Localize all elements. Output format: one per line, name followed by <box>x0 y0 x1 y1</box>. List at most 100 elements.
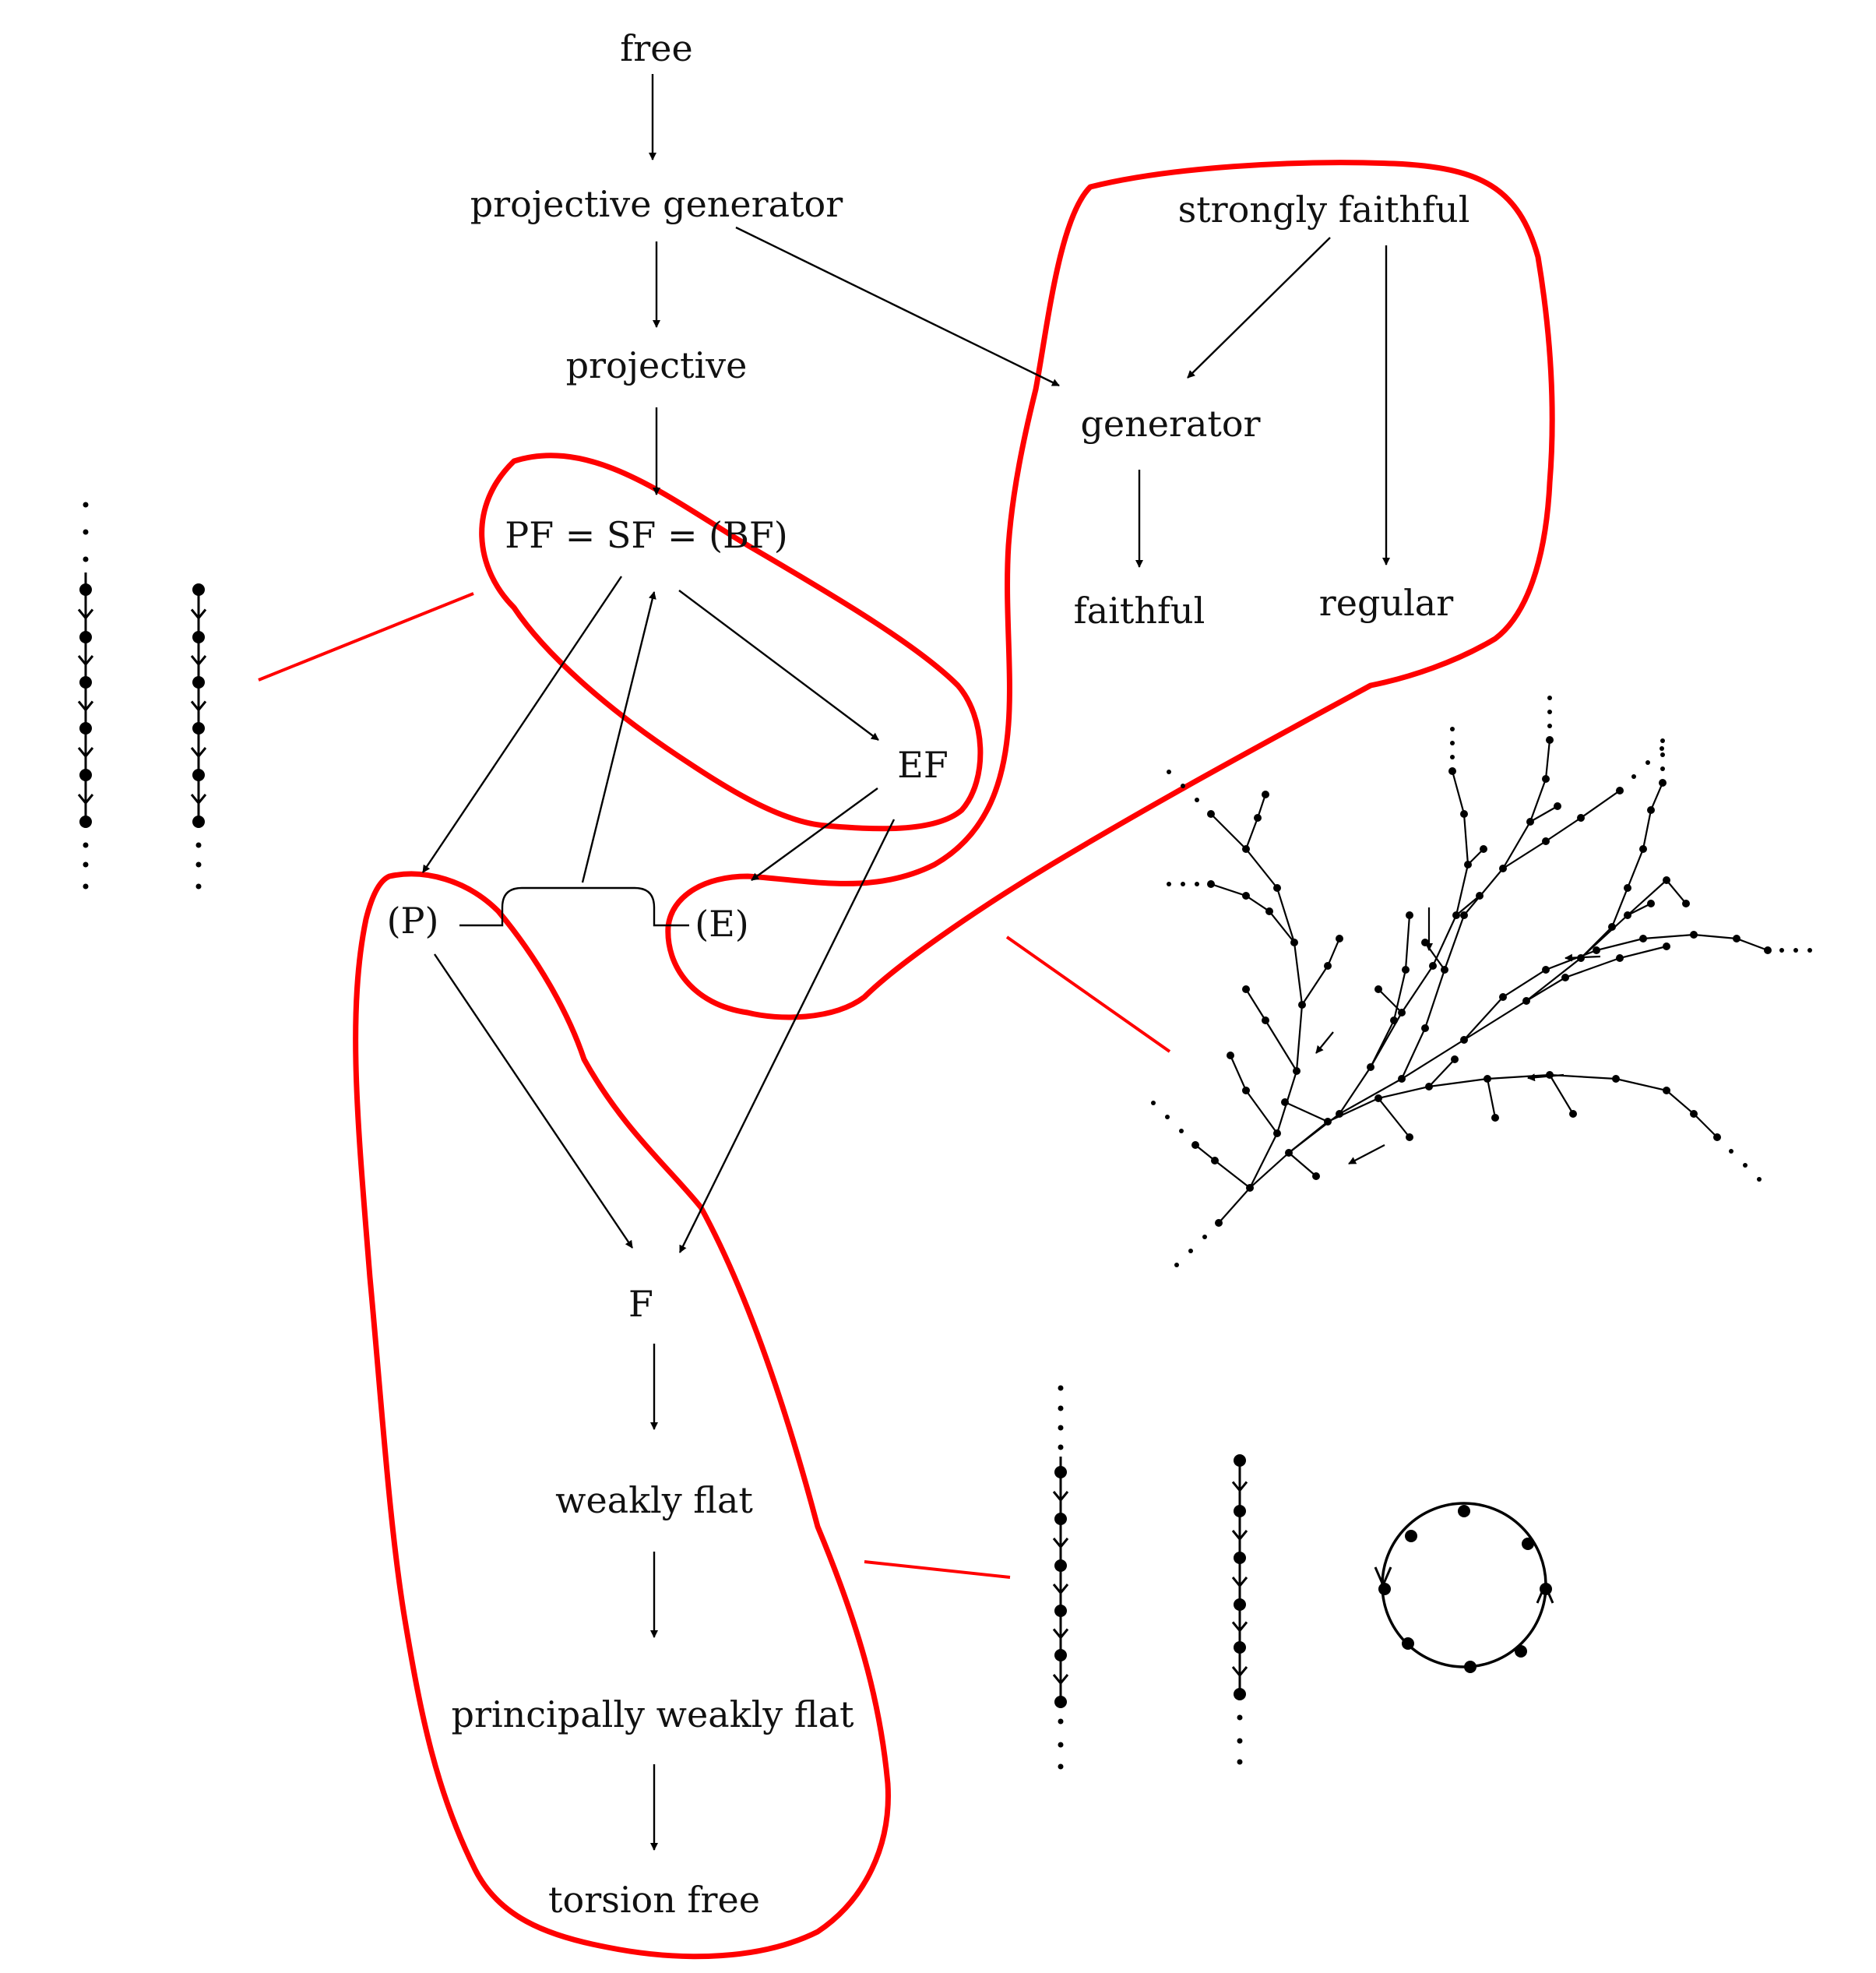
node-free: free <box>620 27 692 69</box>
cycle-vertex <box>1522 1538 1534 1550</box>
chain-vertex <box>1054 1696 1067 1708</box>
tree-branch <box>1455 895 1480 916</box>
tree-vertex <box>1577 814 1585 822</box>
tree-vertex <box>1608 923 1616 931</box>
chain-arrowhead <box>190 655 207 667</box>
tree-vertex <box>1324 962 1332 970</box>
ellipsis-dot <box>83 842 89 848</box>
chain-arrowhead <box>190 700 207 712</box>
chain-arrowhead <box>1052 1538 1069 1549</box>
tree-direction-arrow <box>1565 953 1601 962</box>
tree-branch <box>1486 1078 1497 1119</box>
node-p: (P) <box>387 900 439 942</box>
tree-vertex <box>1639 935 1647 942</box>
chain-vertex <box>192 816 205 828</box>
cycle-vertex <box>1515 1645 1527 1658</box>
node-principally-weakly-flat: principally weakly flat <box>452 1693 854 1735</box>
chain-arrowhead <box>77 700 94 712</box>
tree-vertex <box>1480 845 1487 853</box>
chain-arrowhead <box>1231 1621 1248 1633</box>
ellipsis-dot <box>1450 755 1455 759</box>
chain-vertex <box>79 583 92 596</box>
ellipsis-dot <box>1793 948 1798 953</box>
tree-vertex <box>1406 1133 1413 1141</box>
chain-arrowhead <box>1231 1666 1248 1678</box>
node-generator: generator <box>1080 403 1260 445</box>
ellipsis-dot <box>1195 882 1199 886</box>
chain-vertex <box>1234 1454 1246 1467</box>
tree-vertex <box>1616 787 1624 794</box>
tree-direction-arrow <box>1315 1031 1334 1054</box>
tree-vertex <box>1542 966 1550 974</box>
tree-vertex <box>1262 791 1269 798</box>
tree-vertex <box>1421 1024 1429 1032</box>
tree-vertex <box>1421 939 1429 946</box>
chain-graph-bottom-left <box>1052 1385 1069 1770</box>
chain-arrowhead <box>1052 1491 1069 1503</box>
ellipsis-dot <box>1660 746 1664 751</box>
ellipsis-dot <box>1547 696 1552 700</box>
tree-vertex <box>1690 1110 1698 1118</box>
ellipsis-dot <box>1167 770 1171 774</box>
tree-graph <box>1151 696 1812 1267</box>
ellipsis-dot <box>83 883 89 890</box>
tree-branch <box>1244 794 1267 850</box>
tree-branch <box>1627 903 1652 916</box>
node-pf-sf-bf: PF = SF = (BF) <box>505 514 788 556</box>
cycle-graph <box>1374 1502 1554 1673</box>
arrow-strongly-faithful-to-generator <box>1187 237 1331 379</box>
ellipsis-dot <box>83 556 89 562</box>
tree-vertex <box>1273 884 1281 892</box>
tree-vertex <box>1191 1141 1199 1149</box>
chain-arrowhead <box>1052 1628 1069 1640</box>
chain-vertex <box>1234 1505 1246 1517</box>
tree-vertex <box>1390 1016 1398 1024</box>
pointer-line-chains-bottom <box>864 1560 1011 1579</box>
chain-vertex <box>1234 1552 1246 1564</box>
tree-vertex <box>1262 1016 1269 1024</box>
cycle-arrowhead-left <box>1374 1566 1392 1588</box>
tree-vertex <box>1312 1172 1320 1180</box>
node-projective-generator: projective generator <box>470 183 843 225</box>
chain-vertex <box>1054 1649 1067 1661</box>
ellipsis-dot <box>1807 948 1812 953</box>
tree-branch <box>1463 739 1551 916</box>
tree-vertex <box>1659 779 1667 787</box>
tree-branch <box>1428 1059 1455 1087</box>
ellipsis-dot <box>1660 766 1665 771</box>
tree-vertex <box>1476 892 1484 900</box>
ellipsis-dot <box>1058 1763 1064 1770</box>
chain-vertex <box>1234 1688 1246 1700</box>
tree-branch <box>1580 782 1664 959</box>
ellipsis-dot <box>1660 752 1665 757</box>
ellipsis-dot <box>1450 741 1455 745</box>
tree-branch <box>1401 914 1466 1080</box>
chain-arrowhead <box>190 794 207 805</box>
tree-branch <box>1378 1097 1410 1138</box>
ellipsis-dot <box>1058 1425 1064 1431</box>
chain-vertex <box>79 722 92 735</box>
tree-vertex <box>1733 935 1740 942</box>
ellipsis-dot <box>1181 784 1185 788</box>
chain-vertex <box>79 816 92 828</box>
ellipsis-dot <box>1237 1714 1243 1721</box>
tree-vertex <box>1211 1157 1219 1164</box>
chain-vertex <box>79 676 92 689</box>
ellipsis-dot <box>1165 1115 1170 1119</box>
node-ef: EF <box>897 744 949 786</box>
region-outline-pf-ef <box>479 453 984 832</box>
tree-vertex <box>1451 1055 1459 1063</box>
node-regular: regular <box>1319 582 1453 624</box>
node-faithful: faithful <box>1074 590 1205 632</box>
ellipsis-dot <box>1181 882 1185 886</box>
tree-vertex <box>1647 900 1655 907</box>
tree-vertex <box>1561 974 1569 981</box>
ellipsis-dot <box>1645 760 1650 765</box>
cycle-vertex <box>1464 1661 1477 1673</box>
tree-vertex <box>1242 892 1250 900</box>
chain-arrowhead <box>1052 1584 1069 1595</box>
ellipsis-dot <box>1450 727 1455 731</box>
tree-branch <box>1339 770 1469 1115</box>
chain-graph-bottom-right <box>1231 1454 1248 1765</box>
